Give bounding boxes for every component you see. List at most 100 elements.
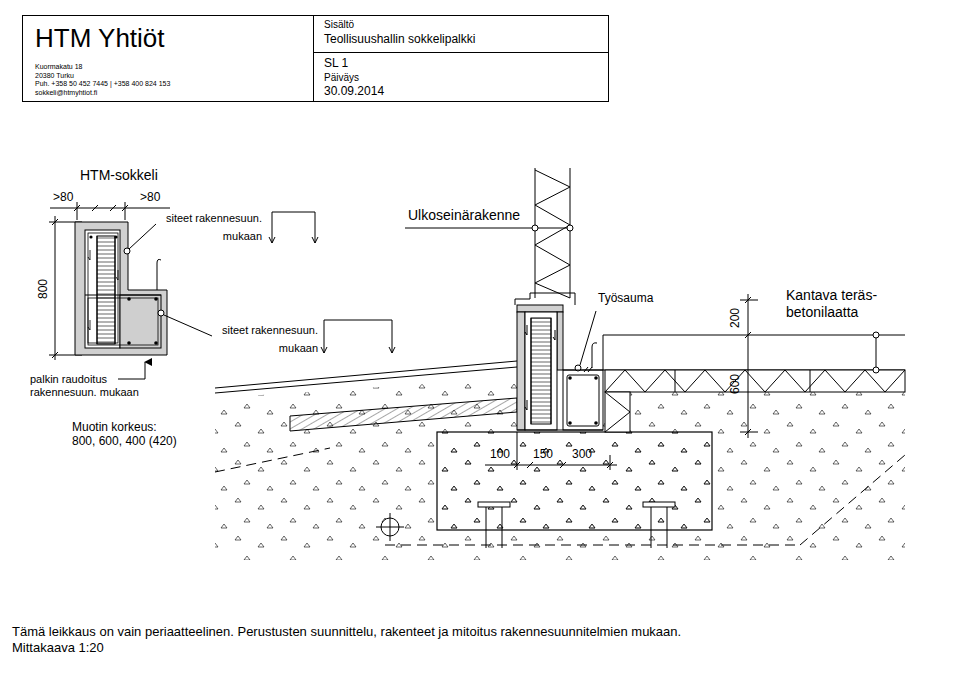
- dimension: 200: [729, 308, 743, 328]
- dimension-lines: [745, 297, 751, 435]
- title-block-sheet: SL 1Päiväys30.09.2014: [313, 52, 609, 102]
- cell-text: Puh. +358 50 452 7445 | +358 400 824 153: [35, 80, 301, 89]
- dimension-lines: [748, 294, 749, 438]
- plinth-beam: [563, 370, 603, 430]
- plinth-beam: [525, 325, 555, 410]
- cell-heading: HTM Yhtiöt: [35, 23, 301, 54]
- sokkeli-detail: [77, 202, 78, 220]
- plinth-beam: [557, 312, 563, 370]
- title-block-content: SisältöTeollisuushallin sokkelipalkki: [313, 15, 609, 53]
- ground: [290, 398, 517, 431]
- dimension: 100: [490, 448, 510, 462]
- sokkeli-detail: [88, 233, 118, 343]
- footing: [478, 502, 510, 507]
- sokkeli-detail: [97, 236, 115, 344]
- floor-slab: [605, 370, 905, 392]
- plinth-beam: [517, 430, 603, 431]
- cell-text: Päiväys: [324, 71, 598, 84]
- plinth-beam: [525, 312, 557, 430]
- cell-heading: SL 1: [324, 55, 598, 71]
- outer-wall: [535, 168, 536, 298]
- plinth-beam: [531, 318, 532, 424]
- cell-text: sokkeli@htmyhtiot.fi: [35, 89, 301, 98]
- dimension: >80: [53, 191, 73, 205]
- plinth-beam: [517, 305, 563, 312]
- cell-text: 30.09.2014: [324, 84, 598, 99]
- sokkeli-detail: [115, 236, 116, 344]
- plinth-beam: [592, 343, 597, 368]
- sokkeli-detail: [50, 208, 170, 209]
- form-height-note: Muotin korkeus: 800, 600, 400 (420): [72, 420, 180, 448]
- dimension-lines: [514, 462, 613, 468]
- outer-wall: [405, 228, 532, 229]
- sokkeli-detail: [75, 222, 167, 355]
- floor-slab: [876, 338, 877, 367]
- plinth-beam: [517, 312, 525, 430]
- ground: [376, 513, 404, 541]
- sokkeli-detail: [49, 202, 395, 379]
- outer-wall: [515, 293, 575, 305]
- dimension: 600: [729, 374, 743, 394]
- outer-wall: [567, 225, 573, 231]
- plinth-beam: [580, 311, 596, 365]
- floor-slab: [603, 335, 604, 370]
- sokkeli-detail: [85, 295, 161, 296]
- floor-slab: [873, 332, 879, 338]
- dimension-lines: [517, 432, 518, 470]
- outer-wall: [405, 168, 575, 305]
- wall-label: Ulkoseinärakenne: [408, 207, 520, 223]
- plinth-beam: [551, 318, 552, 424]
- floor-slab: [605, 392, 630, 432]
- footnote: Tämä leikkaus on vain periaatteelinen. P…: [12, 625, 681, 640]
- sokkeli-detail: [272, 212, 315, 243]
- ground: [215, 361, 517, 388]
- footing: [437, 432, 712, 548]
- ground: [215, 361, 905, 560]
- sokkeli-detail: [74, 205, 128, 211]
- outer-wall: [535, 170, 570, 298]
- scale-note: Mittakaava 1:20: [12, 641, 104, 656]
- detail-title: HTM-sokkeli: [80, 167, 158, 183]
- sokkeli-detail: [125, 202, 126, 220]
- sokkeli-detail: [88, 250, 118, 330]
- sokkeli-detail: [88, 298, 158, 345]
- floor-slab: [675, 370, 810, 392]
- outer-wall: [538, 228, 567, 229]
- joint-label: Työsauma: [598, 292, 653, 306]
- floor-slab: [563, 332, 905, 432]
- sokkeli-detail: [129, 224, 156, 249]
- footing: [643, 502, 675, 507]
- dimension-lines: [485, 294, 758, 470]
- sokkeli-detail: [85, 230, 120, 348]
- footing: [437, 432, 712, 530]
- floor-slab: [605, 392, 630, 432]
- ground: [215, 448, 330, 472]
- sokkeli-detail: [120, 295, 161, 348]
- footing: [486, 507, 667, 548]
- floor-slab: [603, 335, 905, 336]
- dimension-lines: [485, 465, 617, 466]
- cell-text: Kuormakatu 18: [35, 63, 301, 72]
- sokkeli-detail: [55, 216, 56, 360]
- sokkeli-detail: [269, 237, 318, 243]
- sokkeli-detail: [321, 347, 395, 353]
- plinth-beam: [531, 318, 551, 424]
- floor-slab: [873, 367, 879, 373]
- plinth-beam: [567, 375, 599, 426]
- plinth-beam: [517, 305, 603, 430]
- stirrup-note: siteet rakennesuun. mukaan: [154, 209, 262, 245]
- sokkeli-detail: [157, 259, 161, 290]
- dimension: >80: [140, 191, 160, 205]
- sokkeli-detail: [324, 320, 392, 353]
- ground: [215, 367, 517, 393]
- dimension: 300: [572, 448, 592, 462]
- stirrup-note: siteet rakennesuun. mukaan: [210, 321, 318, 357]
- cell-heading: Sisältö: [324, 19, 598, 31]
- cell-text: 20380 Turku: [35, 72, 301, 81]
- dimension-lines: [610, 455, 611, 470]
- ground: [385, 545, 800, 546]
- ground: [800, 455, 905, 545]
- reinforcement-note: palkin raudoitus rakennesuun. mukaan: [30, 373, 146, 399]
- sokkeli-detail: [97, 236, 98, 344]
